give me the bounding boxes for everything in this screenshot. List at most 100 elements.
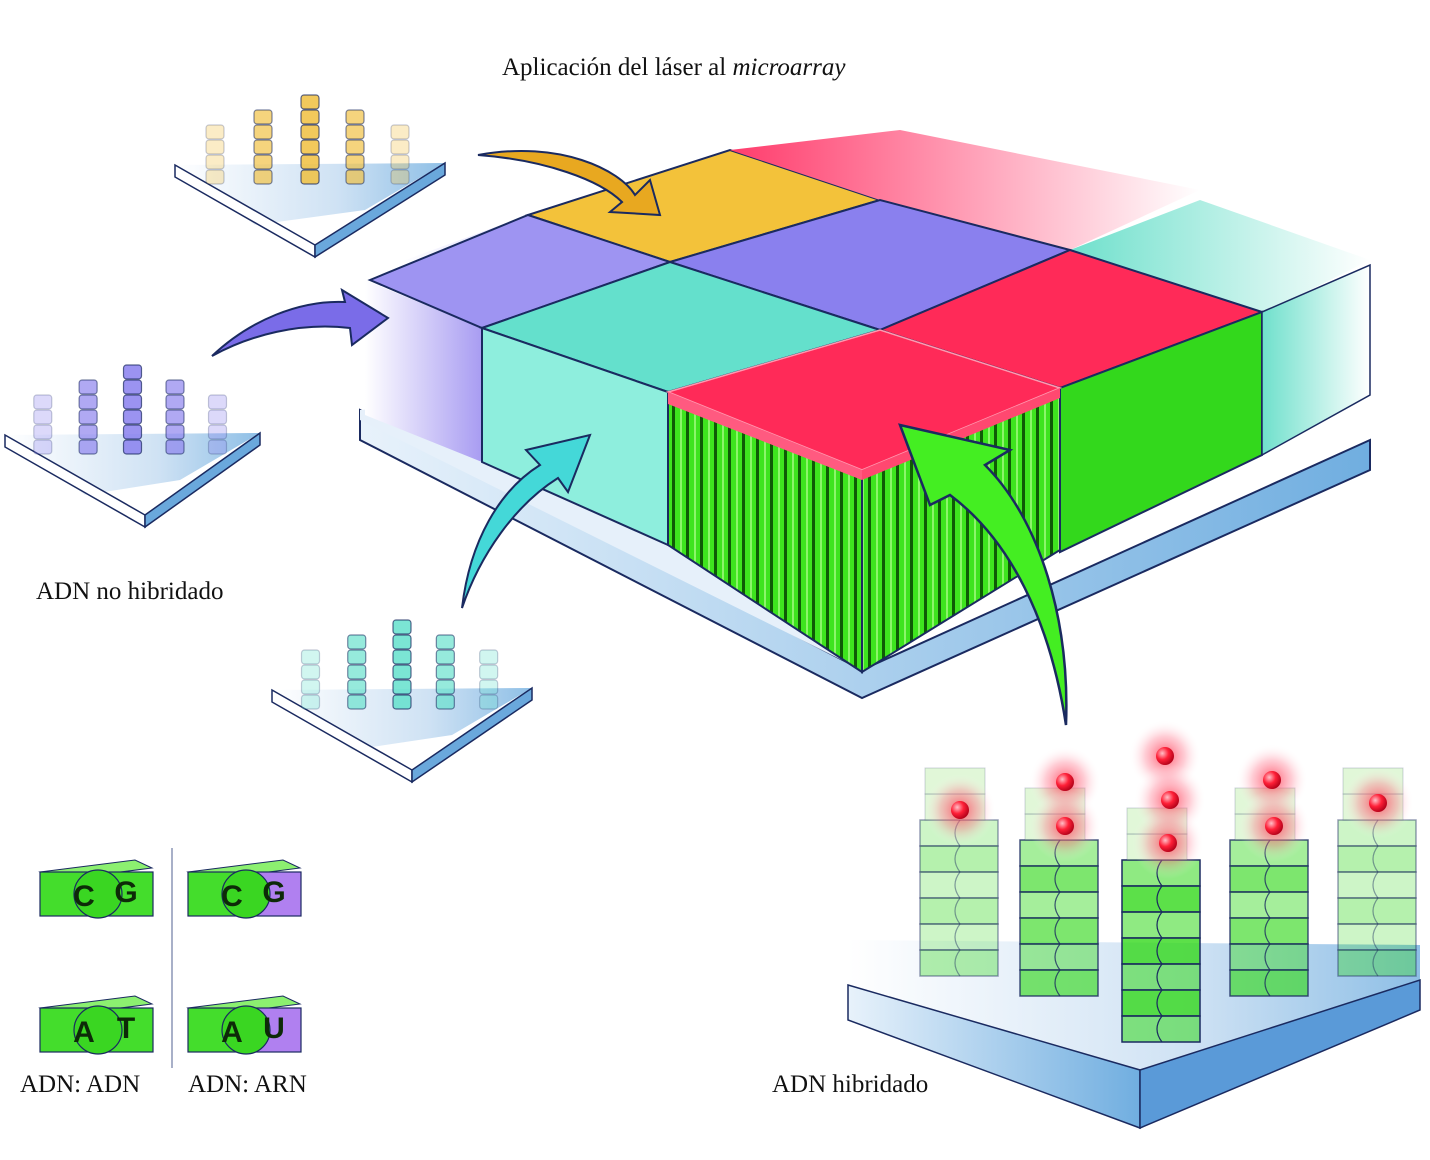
probe-segment — [919, 897, 999, 925]
base-pair-seam — [1054, 969, 1061, 997]
probe-segment — [300, 664, 321, 680]
probe-segment — [253, 169, 273, 185]
hybridized-column — [1019, 746, 1101, 997]
fluorescent-tag — [1056, 773, 1074, 791]
label-dna-dna: ADN: ADN — [20, 1071, 141, 1098]
base-pair-seam — [1054, 917, 1061, 945]
tile-back-pink — [730, 130, 1200, 250]
diagram-title: Aplicación del láser al microarray — [502, 54, 846, 81]
probe-segment — [435, 664, 455, 680]
probe-segment — [33, 394, 53, 410]
probe-segment — [253, 154, 273, 170]
probe-segment — [78, 409, 98, 425]
probe-segment — [345, 169, 365, 185]
probe-segment — [300, 679, 321, 695]
hybridized-column — [1121, 720, 1206, 1043]
probe-segment — [919, 949, 999, 977]
probe-segment — [253, 109, 273, 125]
base-letter: A — [221, 1016, 243, 1049]
base-pair-seam — [1264, 917, 1271, 945]
probe-plate-purple — [4, 364, 261, 529]
probe-segment — [390, 139, 410, 155]
base-pair-seam — [1264, 891, 1271, 919]
base-pair-seam — [1264, 865, 1271, 893]
base-pair-link — [73, 869, 123, 919]
fluorescent-tag — [1056, 817, 1074, 835]
base-pair-seam — [954, 871, 961, 899]
probe-segment — [392, 679, 412, 695]
base-letter: U — [263, 1012, 285, 1045]
probe-segment — [390, 169, 410, 185]
probe-segment — [207, 439, 228, 455]
probe-segment — [1229, 865, 1309, 893]
probe-segment — [390, 154, 410, 170]
probe-segment — [33, 409, 53, 425]
probe-plate-yellow — [174, 94, 446, 259]
plate-side — [411, 686, 533, 784]
chip-base-top — [360, 400, 862, 670]
probe-segment — [300, 169, 320, 185]
probe-segment — [1229, 917, 1309, 945]
probe-segment — [345, 124, 365, 140]
probe-segment — [300, 124, 320, 140]
probe-segment — [165, 409, 185, 425]
block-left-face — [365, 280, 482, 462]
base-letter: G — [262, 876, 285, 909]
hybridized-column — [919, 767, 999, 977]
probe-segment — [392, 619, 412, 635]
probe-segment — [347, 649, 367, 665]
base-pair-seam — [1264, 969, 1271, 997]
fluorescent-tag — [1265, 817, 1283, 835]
probe-segment — [435, 649, 455, 665]
probe-segment — [1121, 1015, 1201, 1043]
tile-back-teal — [1070, 200, 1370, 315]
probe-segment — [347, 634, 367, 650]
probe-segment — [78, 394, 98, 410]
fluorescent-tag — [1369, 794, 1387, 812]
probe-segment — [165, 379, 185, 395]
probe-segment — [1337, 949, 1417, 977]
probe-segment — [392, 694, 412, 710]
base-pair-seam — [1372, 871, 1379, 899]
arrow-green — [898, 423, 1068, 726]
probe-segment — [207, 394, 228, 410]
probe-segment — [78, 439, 98, 455]
probe-segment — [122, 394, 143, 410]
fluorescent-tag — [1156, 747, 1174, 765]
label-dna-rna: ADN: ARN — [188, 1071, 307, 1098]
probe-segment — [205, 154, 225, 170]
base-pair-seam — [1372, 949, 1379, 977]
probe-segment — [345, 109, 365, 125]
probe-segment — [479, 649, 499, 665]
probe-segment — [300, 694, 321, 710]
probe-segment — [479, 679, 499, 695]
probe-segment — [392, 649, 412, 665]
probe-segment — [207, 409, 228, 425]
probe-segment — [253, 124, 273, 140]
probe-segment — [122, 379, 143, 395]
plate-side — [144, 431, 261, 529]
probe-segment — [919, 923, 999, 951]
probe-segment — [1019, 969, 1099, 997]
probe-segment — [392, 664, 412, 680]
probe-segment — [479, 664, 499, 680]
probe-segment — [1121, 911, 1201, 939]
probe-segment — [1229, 891, 1309, 919]
base-pair-link — [73, 1005, 123, 1055]
label-unhybridized-dna: ADN no hibridado — [36, 578, 224, 605]
base-pair-seam — [1156, 989, 1163, 1017]
probe-segment — [300, 154, 320, 170]
probe-segment — [435, 679, 455, 695]
probe-segment — [1337, 897, 1417, 925]
base-pair-seam — [1156, 911, 1163, 939]
probe-segment — [122, 409, 143, 425]
base-letter: C — [73, 880, 95, 913]
probe-segment — [122, 424, 143, 440]
base-pair-seam — [954, 923, 961, 951]
probe-plate-teal — [271, 619, 533, 784]
probe-segment — [390, 124, 410, 140]
base-pair-seam — [1372, 897, 1379, 925]
probe-segment — [1229, 969, 1309, 997]
probe-segment — [345, 154, 365, 170]
